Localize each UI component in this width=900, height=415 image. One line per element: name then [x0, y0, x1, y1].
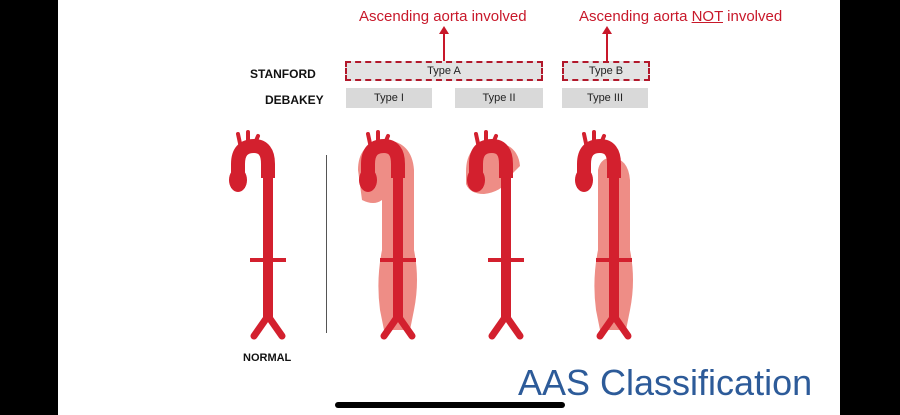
debakey-type-iii-box: Type III [562, 88, 648, 108]
debakey-label: DEBAKEY [265, 93, 324, 107]
ascending-involved-label: Ascending aorta involved [359, 8, 527, 25]
stanford-type-b-label: Type B [588, 65, 624, 77]
aorta-normal [226, 130, 296, 345]
stanford-type-b-box: Type B [562, 61, 650, 81]
divider-line [326, 155, 327, 333]
aorta-type-i [356, 130, 426, 345]
stanford-type-a-box: Type A [345, 61, 543, 81]
aorta-type-iii [572, 130, 642, 345]
arrow-up-type-a-icon [439, 26, 449, 64]
debakey-type-ii-label: Type II [482, 92, 516, 104]
arrow-up-type-b-icon [602, 26, 612, 64]
stanford-label: STANFORD [250, 67, 316, 81]
debakey-type-i-label: Type I [374, 92, 404, 104]
slide-title: AAS Classification [518, 362, 813, 403]
debakey-type-i-box: Type I [346, 88, 432, 108]
home-indicator[interactable] [335, 402, 565, 408]
not-involved-suffix: involved [722, 8, 783, 25]
not-involved-prefix: Ascending aorta [579, 8, 692, 25]
not-involved-emphasis: NOT [691, 8, 723, 25]
aorta-type-ii [464, 130, 534, 345]
debakey-type-iii-label: Type III [586, 92, 624, 104]
normal-label: NORMAL [243, 352, 292, 364]
stanford-type-a-label: Type A [427, 65, 461, 77]
ascending-not-involved-label: Ascending aorta NOT involved [579, 8, 782, 25]
debakey-type-ii-box: Type II [455, 88, 543, 108]
